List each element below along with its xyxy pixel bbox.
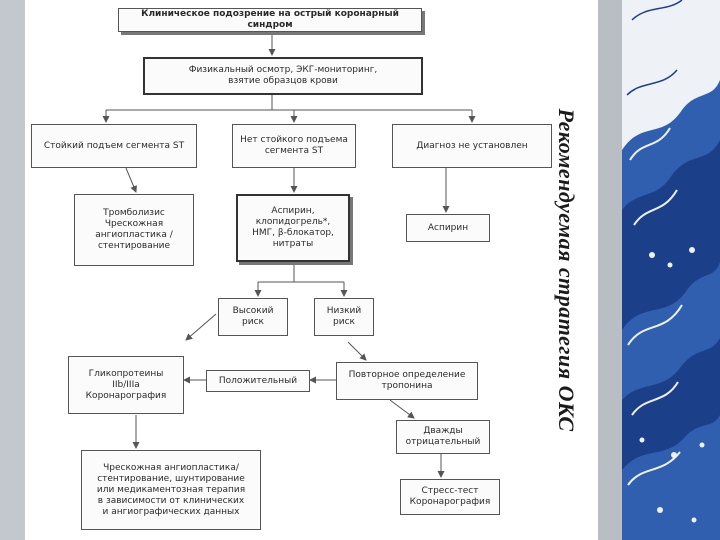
box-aspirin: Аспирин <box>406 214 490 242</box>
box-clinical-suspicion: Клиническое подозрение на острый коронар… <box>118 8 422 32</box>
side-bar <box>598 0 622 540</box>
box-st-elevation: Стойкий подъем сегмента ST <box>31 124 197 168</box>
box-diagnosis-not-established: Диагноз не установлен <box>392 124 552 168</box>
box-positive: Положительный <box>206 370 310 392</box>
left-margin-strip <box>0 0 25 540</box>
arrow-to-thrombolysis <box>125 167 137 193</box>
box-pci-options: Чрескожная ангиопластика/ стентирование,… <box>81 450 261 530</box>
box-thrombolysis: Тромболизис Чрескожная ангиопластика / с… <box>74 194 194 266</box>
box-aspirin-combo: Аспирин, клопидогрель*, НМГ, β-блокатор,… <box>236 194 350 262</box>
arrow-high-risk-to-glyco <box>185 313 217 341</box>
box-high-risk: Высокий риск <box>218 298 288 336</box>
box-repeat-troponin: Повторное определение тропонина <box>336 362 478 400</box>
connector-lines <box>102 33 476 478</box>
arrow-low-risk-to-troponin <box>347 341 367 361</box>
box-twice-negative: Дважды отрицательный <box>396 420 490 454</box>
arrow-troponin-to-negative <box>389 399 415 419</box>
box-physical-exam: Физикальный осмотр, ЭКГ-мониторинг, взят… <box>143 57 423 95</box>
flowchart: Клиническое подозрение на острый коронар… <box>26 0 554 540</box>
box-glycoproteins: Гликопротеины IIb/IIIa Коронарография <box>68 356 184 414</box>
box-no-st-elevation: Нет стойкого подъема сегмента ST <box>232 124 356 168</box>
box-low-risk: Низкий риск <box>314 298 374 336</box>
slide-title: Рекомендуемая стратегия ОКС <box>554 108 579 432</box>
wave-decoration <box>622 0 720 540</box>
box-stress-test: Стресс-тест Коронарография <box>400 479 500 515</box>
